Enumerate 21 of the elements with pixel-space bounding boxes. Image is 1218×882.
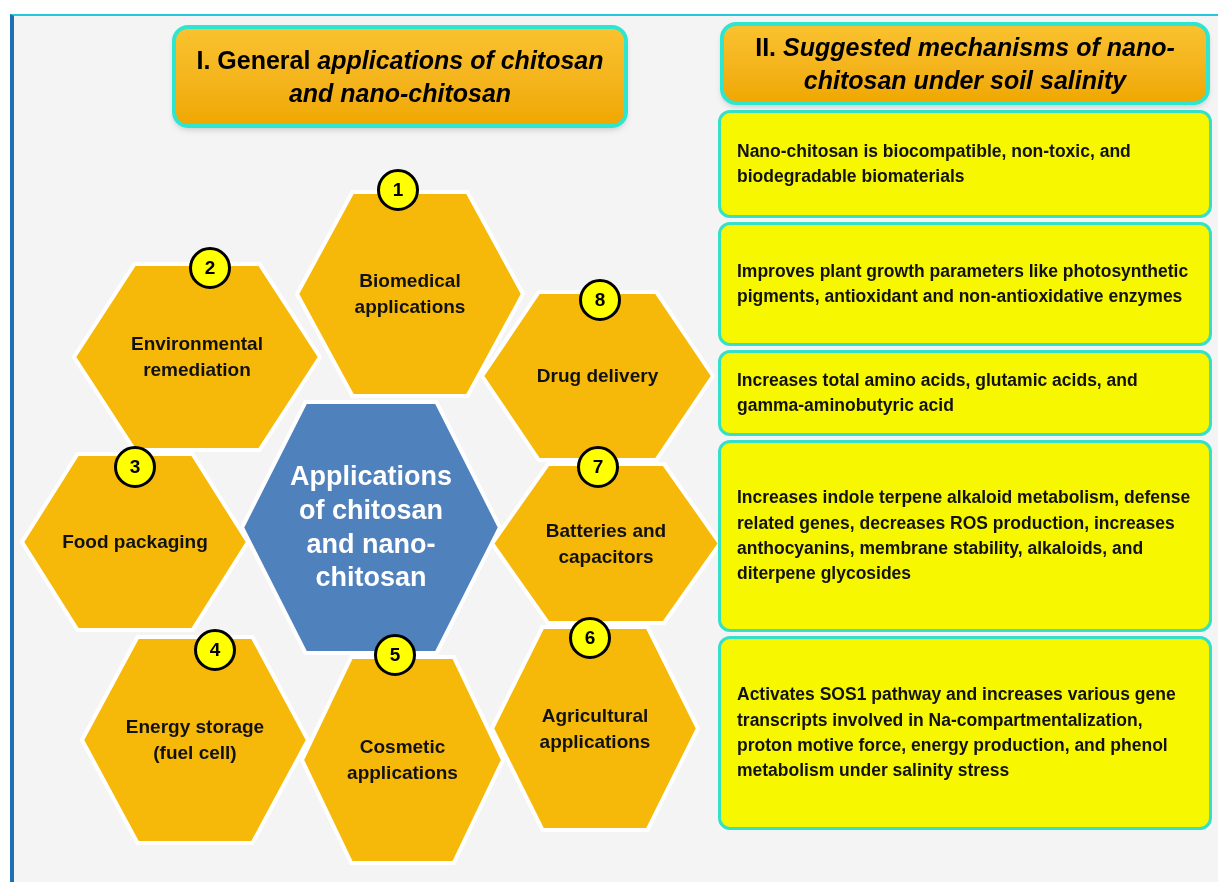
tile-label: Applications of chitosan and nano-chitosan bbox=[289, 460, 453, 595]
tile-label: Cosmetic applications bbox=[346, 735, 459, 785]
tile-label: Batteries and capacitors bbox=[544, 518, 668, 569]
header-banner: II. Suggested mechanisms of nano-chitosan under soil salinity bbox=[720, 22, 1210, 105]
hexagon-tile bbox=[80, 635, 310, 845]
tile-label: Environmental remediation bbox=[130, 332, 264, 382]
mechanism-box: Nano-chitosan is biocompatible, non-toxic, and biodegradable biomaterials bbox=[718, 110, 1212, 218]
tile-label: Agricultural applications bbox=[538, 703, 652, 754]
tile-label: Energy storage (fuel cell) bbox=[124, 715, 266, 765]
header-banner: I. General applications of chitosan and nano-chitosan bbox=[172, 25, 628, 128]
hexagon-tile bbox=[20, 452, 250, 632]
tile-label: Biomedical applications bbox=[353, 269, 467, 319]
mechanism-box: Activates SOS1 pathway and increases various gene transcripts involved in Na-compartmentalization, proton motive force, energy production, and phenol metabolism under salinity stress bbox=[718, 636, 1212, 830]
tile-label: Food packaging bbox=[61, 530, 209, 555]
hexagon-tile bbox=[72, 262, 322, 452]
hexagon-tile bbox=[490, 625, 700, 832]
mechanism-box: Increases indole terpene alkaloid metabolism, defense related genes, decreases ROS production, increases anthocyanins, membrane stability, alkaloids, and diterpene glycosides bbox=[718, 440, 1212, 632]
hexagon-tile bbox=[480, 290, 715, 462]
tile-label: Drug delivery bbox=[535, 364, 660, 389]
mechanism-box: Improves plant growth parameters like photosynthetic pigments, antioxidant and non-antioxidative enzymes bbox=[718, 222, 1212, 346]
mechanism-box: Increases total amino acids, glutamic acids, and gamma-aminobutyric acid bbox=[718, 350, 1212, 436]
